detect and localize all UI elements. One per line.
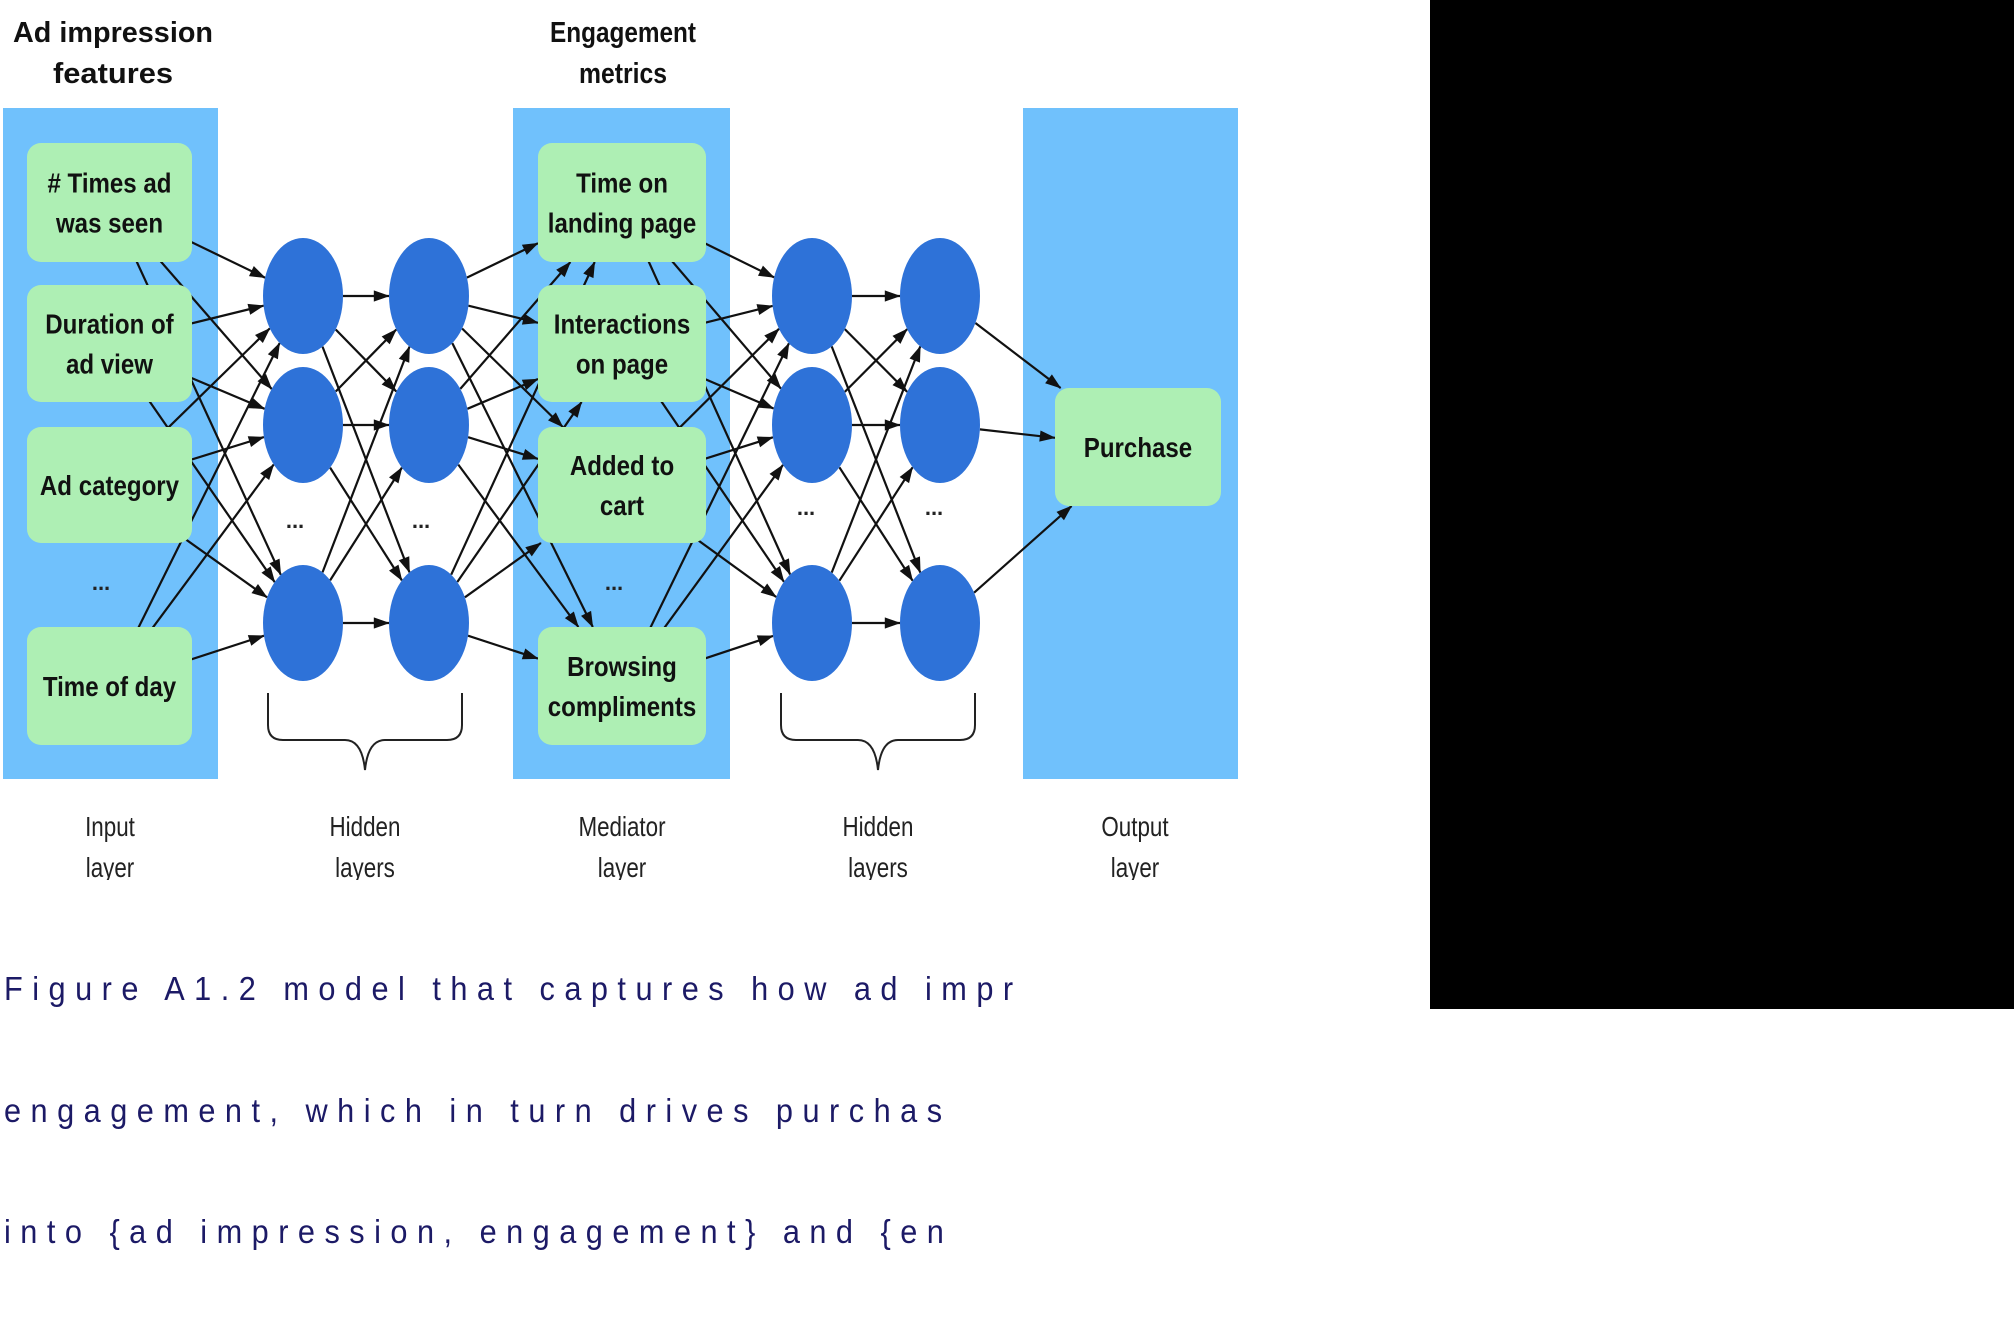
edge-arrow-32 [467,634,539,660]
caption-line-2: engagement, which in turn drives purchas [4,1091,952,1129]
input-feature-box-3-label-line1: Ad category [40,469,180,501]
mediator-metric-box-4-label-line2: compliments [548,690,697,722]
edge-arrow-56 [973,505,1073,594]
input-feature-box-4-label-line1: Time of day [43,670,177,702]
hidden-node-L4-1 [900,238,980,354]
mediator-ellipsis: ... [605,570,623,595]
mediator-metric-box-1-label-line2: landing page [548,207,696,239]
caption-line-3: into {ad impression, engagement} and {en [4,1213,954,1250]
side-panel [1430,0,2014,1009]
output-purchase-box: Purchase [1055,388,1221,506]
input-feature-box-1: # Times ad was seen [27,143,192,262]
edge-arrow-51 [830,345,922,574]
hidden-node-L2-1 [389,238,469,354]
edge-arrow-18 [321,345,411,573]
layer-label-5-line1: Output [1101,812,1168,843]
hidden-layers-brace-1 [267,693,463,771]
hidden-node-L1-1 [263,238,343,354]
mediator-column-title-line2: metrics [579,58,667,90]
hidden-ellipsis-2b: ... [925,495,943,520]
layer-label-1-line2: layer [86,853,135,880]
edge-arrow-15 [334,328,398,393]
hidden-ellipsis-1a: ... [286,508,304,533]
hidden-ellipsis-2a: ... [797,495,815,520]
input-feature-box-2-label-line1: Duration of [45,308,174,340]
edge-arrow-19 [329,466,403,581]
hidden-node-L3-2 [772,367,852,483]
layer-label-4-line2: layers [848,853,908,880]
hidden-layers-brace-2 [780,693,976,771]
hidden-node-L3-3 [772,565,852,681]
edge-arrow-28 [457,463,580,628]
mediator-metric-box-4-bg [538,627,706,745]
mediator-metric-box-4-label-line1: Browsing [567,650,677,682]
edge-arrow-2 [108,202,282,576]
layer-label-5-line2: layer [1111,853,1160,880]
input-feature-box-2-label-line2: ad view [66,348,154,380]
edge-arrow-25 [459,261,572,390]
edge-arrow-54 [974,322,1062,389]
hidden-node-L3-1 [772,238,852,354]
mediator-metric-box-2-label-line1: Interactions [554,308,690,340]
layer-label-4-line1: Hidden [843,812,914,843]
input-feature-box-3: Ad category [27,427,192,543]
edge-arrow-26 [466,377,539,410]
edge-arrow-21 [466,242,539,279]
input-feature-box-1-bg [27,143,192,262]
mediator-metric-box-1: Time on landing page [538,143,706,262]
hidden-node-L2-3 [389,565,469,681]
input-feature-box-1-label-line1: # Times ad [47,167,171,199]
edge-arrow-52 [838,466,914,582]
mediator-column-title-line1: Engagement [550,17,696,49]
hidden-node-L1-2 [263,367,343,483]
mediator-metric-box-2-label-line2: on page [576,348,668,380]
mediator-metric-box-3-bg [538,427,706,543]
input-column-title-line1: Ad impression [13,17,213,49]
mediator-metric-box-2-bg [538,285,706,402]
edge-arrow-22 [468,304,539,325]
mediator-metric-box-4: Browsing compliments [538,627,706,745]
hidden-ellipsis-1b: ... [412,508,430,533]
hidden-node-L1-3 [263,565,343,681]
input-feature-box-4-bg [27,627,192,745]
input-feature-box-1-label-line2: was seen [55,207,163,239]
edge-arrow-31 [464,542,542,599]
mediator-metric-box-1-label-line1: Time on [576,167,668,199]
input-feature-box-3-bg [27,427,192,543]
input-feature-box-2-bg [27,285,192,402]
hidden-node-L4-3 [900,565,980,681]
mediator-metric-box-3-label-line2: cart [600,489,644,521]
edge-arrow-48 [844,328,908,393]
input-ellipsis: ... [92,570,110,595]
edge-arrow-55 [979,428,1056,442]
input-feature-box-2: Duration of ad view [27,285,192,402]
edge-arrow-27 [467,436,539,460]
input-feature-box-4: Time of day [27,627,192,745]
layer-labels: Input layer Hidden layers Mediator layer Hidde… [85,812,1169,884]
layer-label-3-line2: layer [598,853,647,880]
caption-line-1: Figure A1.2 model that captures how ad i… [4,970,1023,1007]
neural-network-diagram: Ad impression features Engagement metric… [3,17,1238,884]
mediator-metric-box-2: Interactions on page [538,285,706,402]
hidden-nodes [263,238,980,681]
mediator-metric-box-1-bg [538,143,706,262]
mediator-metric-box-3: Added to cart [538,427,706,543]
output-purchase-box-label-line1: Purchase [1084,431,1192,463]
layer-label-2-line1: Hidden [330,812,401,843]
layer-label-1-line1: Input [85,812,135,843]
diagram-canvas: Ad impression features Engagement metric… [3,0,2014,1250]
figure-caption: Figure A1.2 model that captures how ad i… [4,888,1325,1334]
layer-label-2-line2: layers [335,853,395,880]
layer-label-3-line1: Mediator [578,812,666,843]
edge-arrow-23 [461,327,564,428]
mediator-metric-box-3-label-line1: Added to [570,449,674,481]
output-purchase-box-bg [1055,388,1221,506]
hidden-node-L4-2 [900,367,980,483]
edge-arrow-35 [620,202,792,576]
edge-arrow-24 [451,342,594,628]
input-column-title-line2: features [53,58,173,90]
hidden-node-L2-2 [389,367,469,483]
